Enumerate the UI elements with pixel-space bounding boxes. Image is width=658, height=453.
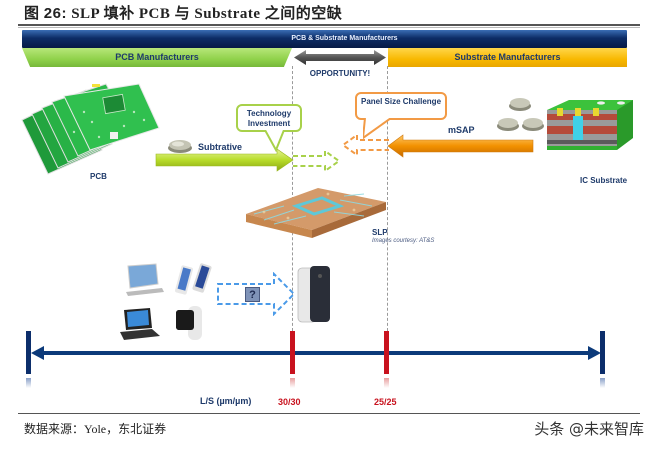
callout-pointer-orange xyxy=(363,118,392,140)
header-bar-pcb: PCB Manufacturers xyxy=(22,48,292,67)
header-bar-substrate: Substrate Manufacturers xyxy=(388,48,627,67)
green-dashed-arrow-icon xyxy=(293,150,341,172)
consumer-devices-icon xyxy=(120,263,212,340)
orange-dashed-arrow-icon xyxy=(342,134,389,156)
figure-number: 26: xyxy=(43,5,67,22)
header-bar-all-manufacturers: PCB & Substrate Manufacturers xyxy=(22,30,627,48)
tick-label-25-25: 25/25 xyxy=(374,397,397,407)
double-arrow-icon xyxy=(294,50,386,65)
figure-title: 图 26: SLP 填补 PCB 与 Substrate 之间的空缺 xyxy=(24,2,342,23)
opportunity-label: OPPORTUNITY! xyxy=(309,69,371,78)
panel-size-challenge-callout: Panel Size Challenge xyxy=(355,92,447,120)
reflection xyxy=(26,378,31,388)
guide-line-25 xyxy=(387,66,388,336)
ic-substrate-icon xyxy=(547,100,633,150)
header-bar-top-label: PCB & Substrate Manufacturers xyxy=(291,35,398,42)
ic-substrate-label: IC Substrate xyxy=(580,176,628,185)
slp-board-icon xyxy=(246,188,386,238)
reflection xyxy=(600,378,605,388)
msap-label: mSAP xyxy=(448,125,475,135)
tick-30-30 xyxy=(290,331,295,374)
question-mark-icon: ? xyxy=(245,287,260,302)
axis-double-arrow-icon xyxy=(31,346,601,360)
figure-label: 图 xyxy=(24,6,40,22)
orange-arrow-icon xyxy=(387,134,534,158)
reflection xyxy=(384,378,389,388)
smartphone-icon xyxy=(297,266,330,323)
pcb-boards-icon xyxy=(21,83,160,175)
source-note: 数据来源：Yole，东北证券 xyxy=(24,422,167,436)
tick-label-30-30: 30/30 xyxy=(278,397,301,407)
footer-divider xyxy=(18,413,640,414)
tick-25-25 xyxy=(384,331,389,374)
technology-investment-callout: Technology Investment xyxy=(236,104,302,132)
axis-label: L/S (µm/µm) xyxy=(200,396,252,406)
reflection xyxy=(290,378,295,388)
axis-left-end-tick xyxy=(26,331,31,374)
money-stack-icon xyxy=(497,98,544,131)
image-credit: Images courtesy: AT&S xyxy=(372,238,435,244)
title-divider-light xyxy=(18,27,640,28)
slp-label: SLP xyxy=(372,228,388,237)
pcb-label: PCB xyxy=(90,172,107,181)
money-stack-icon xyxy=(168,140,192,153)
callout-pointer-green xyxy=(264,130,285,152)
callout-text: Technology Investment xyxy=(246,109,292,128)
title-divider xyxy=(18,24,640,26)
green-arrow-icon xyxy=(155,148,294,172)
axis-right-end-tick xyxy=(600,331,605,374)
subtrative-label: Subtrative xyxy=(198,142,243,152)
watermark: 头条 @未来智库 xyxy=(534,420,644,438)
blue-dashed-arrow-icon xyxy=(217,272,296,316)
figure-title-text: SLP 填补 PCB 与 Substrate 之间的空缺 xyxy=(71,6,343,22)
callout-text: Panel Size Challenge xyxy=(360,97,442,106)
